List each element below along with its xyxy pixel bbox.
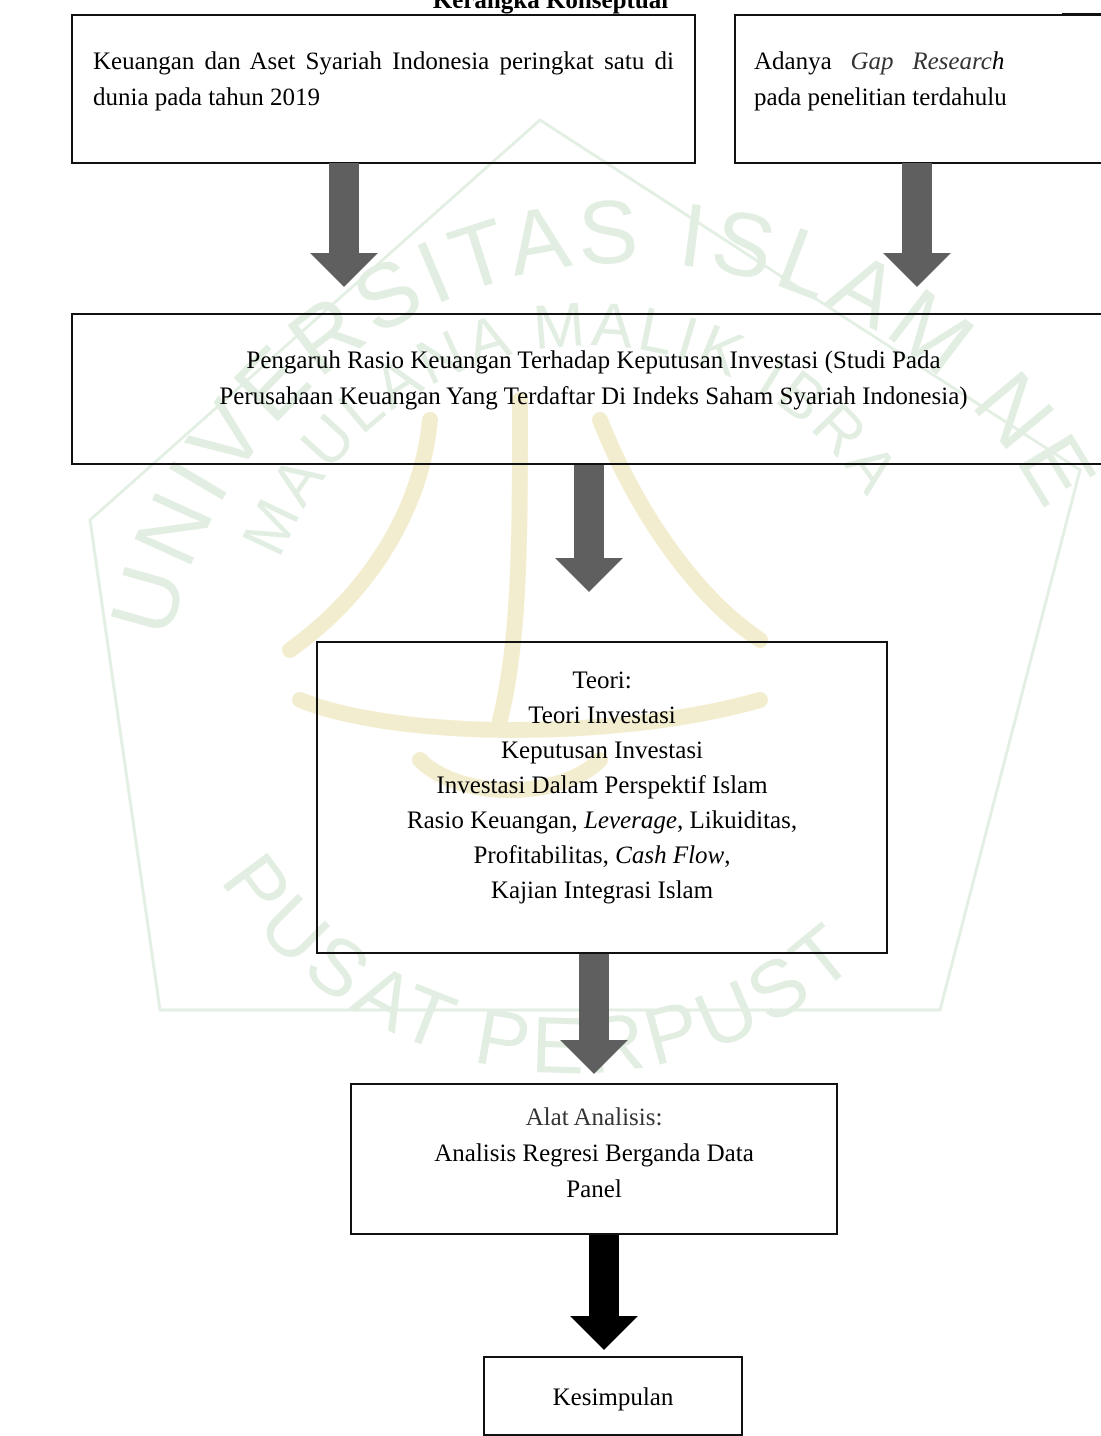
box-research-title: Pengaruh Rasio Keuangan Terhadap Keputus… <box>71 313 1101 465</box>
arrow-box2-to-box3 <box>883 163 951 287</box>
box-analysis-tool: Alat Analisis: Analisis Regresi Berganda… <box>350 1083 838 1235</box>
conclusion-text: Kesimpulan <box>552 1384 674 1411</box>
theory-item-cash-flow: Cash Flow <box>615 842 725 869</box>
theory-item-leverage: Leverage <box>583 807 677 834</box>
gap-line2-end: u <box>994 84 1007 111</box>
research-title-line1: Pengaruh Rasio Keuangan Terhadap Keputus… <box>246 347 941 374</box>
research-word: Researc <box>912 48 992 75</box>
theory-item-comma: , <box>724 842 731 869</box>
theory-item-investment-decision: Keputusan Investasi <box>500 737 704 764</box>
diagram-title: Kerangka Konseptual <box>432 0 669 14</box>
gap-line2: pada penelitian terdahul <box>754 84 995 111</box>
gap-prefix: Adanya <box>754 48 832 75</box>
box-syariah-finance-text: Keuangan dan Aset Syariah Indonesia peri… <box>93 48 674 111</box>
analysis-method-line1: Analisis Regresi Berganda Data <box>434 1140 754 1167</box>
theory-item-integration: Kajian Integrasi Islam <box>490 877 714 904</box>
theory-item-liquidity: , Likuiditas, <box>676 807 798 834</box>
analysis-method-line2: Panel <box>566 1176 622 1203</box>
theory-item-islamic-perspective: Investasi Dalam Perspektif Islam <box>436 772 768 799</box>
box-theory: Teori: Teori Investasi Keputusan Investa… <box>316 641 888 954</box>
theory-item-investment-theory: Teori Investasi <box>528 702 676 729</box>
theory-heading: Teori: <box>572 667 632 694</box>
research-title-line2: Perusahaan Keuangan Yang Terdaftar Di In… <box>219 383 968 410</box>
box-syariah-finance-ranking: Keuangan dan Aset Syariah Indonesia peri… <box>71 14 696 164</box>
arrow-box3-to-box4 <box>555 465 623 592</box>
arrow-box1-to-box3 <box>310 163 378 287</box>
research-word-end: h <box>991 48 1005 75</box>
analysis-heading: Alat Analisis: <box>525 1104 663 1131</box>
arrow-box5-to-box6 <box>570 1235 638 1350</box>
gap-word: Gap <box>850 48 894 75</box>
arrow-box4-to-box5 <box>560 954 628 1074</box>
theory-item-ratio: Rasio Keuangan, <box>406 807 584 834</box>
theory-item-profitability: Profitabilitas, <box>473 842 616 869</box>
